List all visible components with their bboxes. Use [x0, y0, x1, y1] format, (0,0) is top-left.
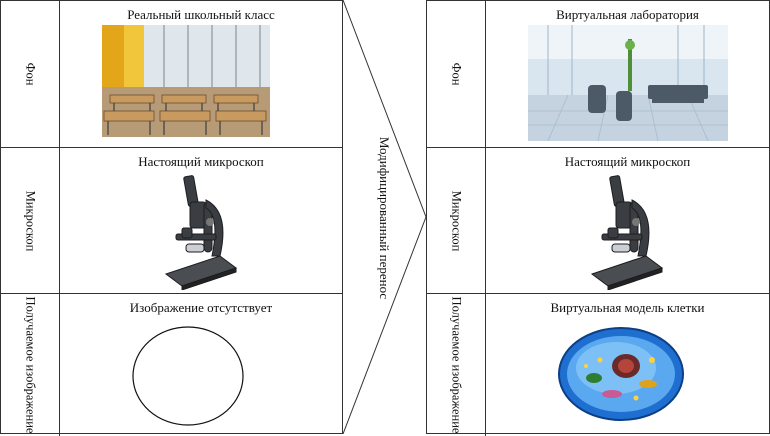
cell-title: Изображение отсутствует — [129, 300, 273, 315]
virtual-lab-render — [528, 25, 728, 141]
row-label: Микроскоп — [23, 190, 38, 252]
right-panel: Фон Виртуальная лаборатория — [426, 0, 770, 436]
cell-title: Виртуальная лаборатория — [556, 7, 699, 22]
transfer-label: Модифицированный перенос — [377, 136, 392, 300]
microscope-icon — [164, 175, 238, 290]
row-label: Микроскоп — [449, 190, 464, 252]
empty-circle — [132, 326, 244, 426]
row-resulting-image: Получаемое изображение Изображение отсут… — [1, 293, 342, 436]
row-background: Фон Реальный школьный класс — [1, 1, 342, 147]
row-label: Получаемое изображение — [23, 296, 38, 434]
microscope-icon — [590, 175, 664, 290]
cell-title: Виртуальная модель клетки — [550, 300, 705, 315]
cell-title: Настоящий микроскоп — [138, 154, 264, 169]
cell-model-render — [558, 327, 684, 421]
row-label: Фон — [449, 62, 464, 86]
left-panel: Фон Реальный школьный класс — [0, 0, 343, 436]
cell-title: Реальный школьный класс — [127, 7, 275, 22]
row-microscope: Микроскоп Настоящий микроскоп — [1, 147, 342, 294]
row-label: Получаемое изображение — [449, 296, 464, 434]
row-microscope: Микроскоп Настоящий микроскоп — [427, 147, 769, 294]
cell-title: Настоящий микроскоп — [564, 154, 691, 169]
row-resulting-image: Получаемое изображение Виртуальная модел… — [427, 293, 769, 436]
classroom-photo — [102, 25, 270, 137]
row-label: Фон — [23, 62, 38, 86]
row-background: Фон Виртуальная лаборатория — [427, 1, 769, 147]
